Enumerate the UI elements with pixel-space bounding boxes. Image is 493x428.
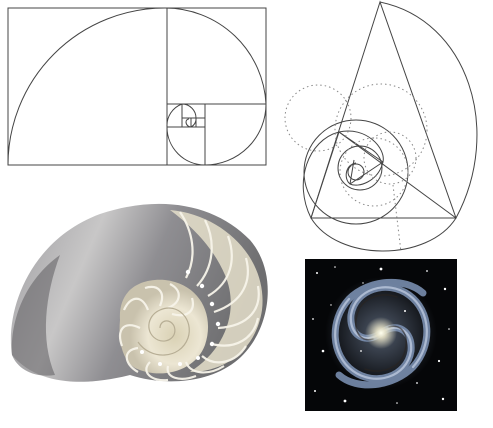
star — [448, 328, 450, 330]
triangle-bisector — [338, 131, 384, 163]
star — [416, 382, 418, 384]
triangle-bisector — [338, 131, 457, 219]
shell-septum — [184, 361, 225, 374]
shell-septum — [167, 283, 180, 310]
shell-highlight — [199, 283, 205, 289]
inner-circle — [337, 145, 383, 191]
shell-septum — [207, 235, 233, 297]
star — [404, 310, 406, 312]
star — [360, 350, 362, 352]
galaxy-dust-lane — [355, 294, 398, 341]
star — [330, 304, 332, 306]
shell-septum — [201, 345, 247, 364]
shell-septum — [118, 324, 141, 347]
star — [437, 359, 441, 363]
star — [321, 349, 325, 353]
golden-triangle-outline — [310, 0, 457, 219]
spiral-galaxy-photo — [305, 259, 457, 411]
construction-circle — [334, 83, 428, 177]
shell-septum — [125, 346, 139, 373]
star — [441, 397, 445, 401]
golden-rectangle-spiral-diagram — [7, 7, 267, 166]
shell-septum — [122, 297, 150, 311]
shell-aperture-shadow — [11, 255, 61, 376]
star — [396, 402, 398, 404]
shell-highlight — [209, 301, 215, 307]
shell-septum — [196, 219, 213, 287]
star — [316, 272, 318, 274]
inner-circle — [303, 119, 409, 225]
golden-triangle-spiral-diagram — [284, 0, 478, 253]
star — [443, 287, 447, 291]
nautilus-shell-photo — [10, 203, 268, 382]
shell-highlight — [209, 341, 215, 347]
star — [312, 318, 314, 320]
construction-circle — [284, 84, 352, 152]
galaxy-dust-lane — [364, 325, 407, 372]
star — [343, 399, 347, 403]
shell-highlight — [140, 350, 144, 354]
star — [426, 270, 428, 272]
shell-septum — [213, 257, 249, 314]
shell-septum — [144, 285, 164, 307]
star — [362, 282, 364, 284]
shell-chambers — [119, 279, 209, 374]
shell-septum — [211, 317, 260, 347]
galaxy-core — [365, 317, 397, 349]
shell-inner-spiral — [137, 307, 190, 356]
shell-highlight — [178, 362, 182, 366]
star — [314, 390, 316, 392]
galaxy-arm-highlight — [349, 286, 428, 369]
shell-septum — [171, 297, 194, 317]
galaxy-arm-highlight — [334, 297, 413, 380]
star — [334, 266, 336, 268]
shell-septum — [145, 361, 169, 382]
logarithmic-spiral-curve — [302, 1, 478, 252]
shell-outer-whorl — [170, 210, 263, 372]
shell-highlight — [215, 321, 221, 327]
shell-highlight — [185, 269, 191, 275]
shell-highlight — [158, 362, 162, 366]
inner-circle — [347, 163, 365, 181]
shell-septum — [217, 285, 260, 330]
shell-highlight — [196, 356, 200, 360]
fibonacci-spiral-curve — [7, 7, 267, 166]
star — [379, 267, 383, 271]
construction-circle — [363, 131, 417, 185]
triangle-bisector — [310, 131, 340, 219]
golden-rectangle-outline — [7, 7, 267, 166]
shell-septum — [166, 365, 197, 380]
construction-circle — [339, 137, 409, 207]
